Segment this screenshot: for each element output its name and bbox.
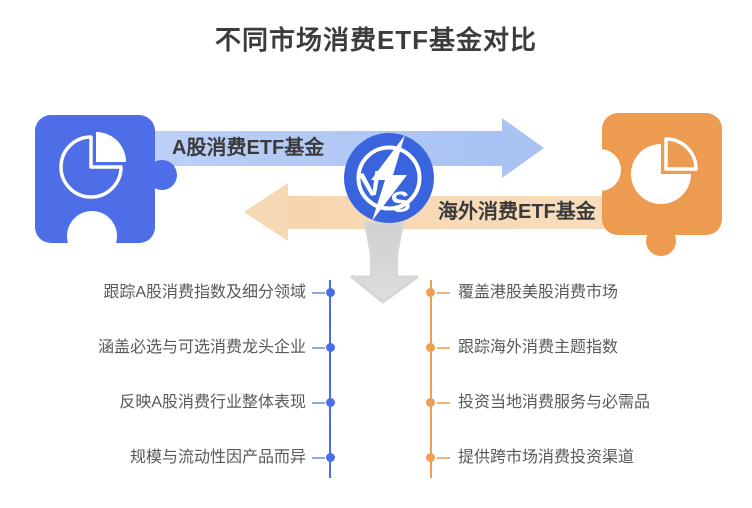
overseas-timeline-line <box>430 280 432 478</box>
connector-line <box>437 457 450 459</box>
a-share-point-1: 跟踪A股消费指数及细分领域 <box>103 284 306 301</box>
connector-line <box>312 457 325 459</box>
pie-chart-icon <box>631 137 698 204</box>
overseas-puzzle-icon <box>579 113 722 256</box>
bullet-dot <box>426 288 435 297</box>
a-share-arrow-head-icon <box>502 118 544 178</box>
a-share-point-4: 规模与流动性因产品而异 <box>129 449 306 466</box>
overseas-point-1: 覆盖港股美股消费市场 <box>458 284 619 301</box>
vs-lightning-badge-icon: V S <box>344 133 434 223</box>
a-share-timeline-line <box>329 280 331 478</box>
bullet-dot <box>326 453 335 462</box>
puzzle-notch <box>579 149 621 191</box>
puzzle-knob <box>646 226 676 256</box>
a-share-arrow-body <box>150 131 502 166</box>
down-funnel-arrow-icon <box>350 221 419 304</box>
connector-line <box>312 402 325 404</box>
overseas-point-3: 投资当地消费服务与必需品 <box>458 394 651 411</box>
a-share-arrow-label: A股消费ETF基金 <box>172 137 325 159</box>
bullet-dot <box>426 343 435 352</box>
page-title: 不同市场消费ETF基金对比 <box>214 25 538 55</box>
a-share-point-2: 涵盖必选与可选消费龙头企业 <box>97 339 306 356</box>
connector-line <box>437 402 450 404</box>
bullet-dot <box>326 398 335 407</box>
overseas-arrow-label: 海外消费ETF基金 <box>438 201 596 223</box>
puzzle-knob <box>147 160 177 190</box>
a-share-point-3: 反映A股消费行业整体表现 <box>119 394 306 411</box>
connector-line <box>312 292 325 294</box>
connector-line <box>437 347 450 349</box>
pie-chart-icon <box>59 132 126 199</box>
bullet-dot <box>326 343 335 352</box>
overseas-point-2: 跟踪海外消费主题指数 <box>458 339 619 356</box>
connector-line <box>312 347 325 349</box>
connector-line <box>437 292 450 294</box>
puzzle-notch <box>67 211 117 261</box>
bullet-dot <box>326 288 335 297</box>
bullet-dot <box>426 398 435 407</box>
bullet-dot <box>426 453 435 462</box>
a-share-puzzle-icon <box>35 115 177 261</box>
overseas-point-4: 提供跨市场消费投资渠道 <box>458 449 635 466</box>
overseas-arrow-body <box>288 196 614 229</box>
vs-letter-s: S <box>389 186 413 220</box>
overseas-arrow-head-icon <box>244 183 288 241</box>
